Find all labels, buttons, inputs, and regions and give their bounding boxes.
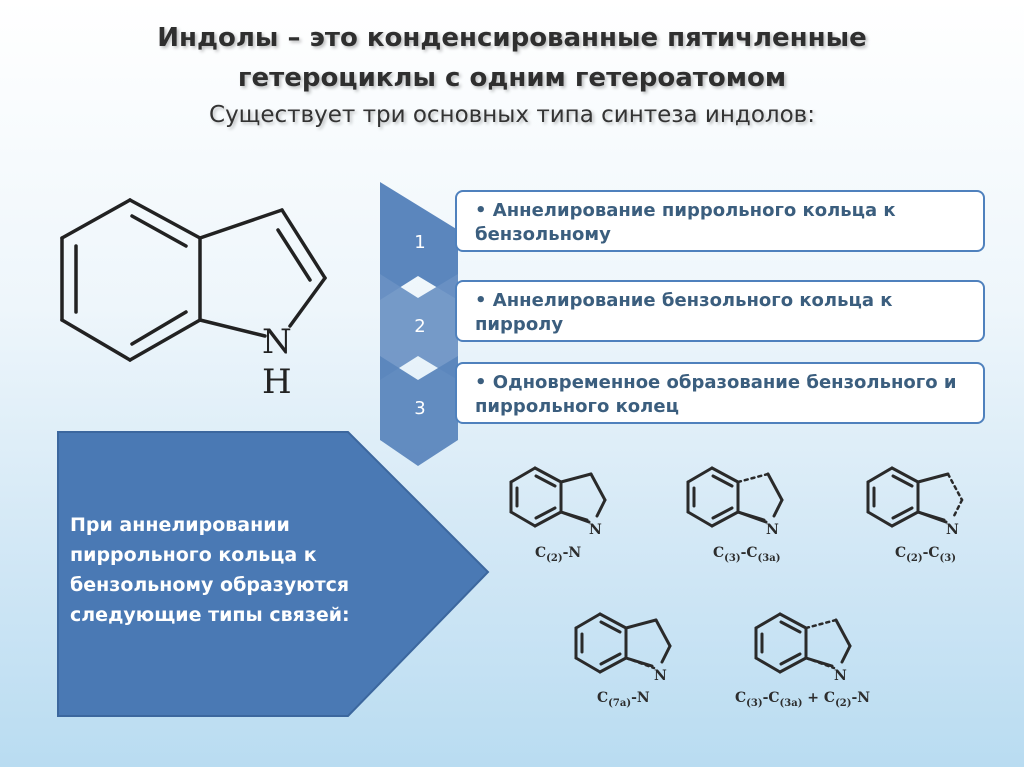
step-chevrons (380, 182, 458, 466)
bond-structure-nitrogen-label: N (589, 522, 602, 538)
bond-structure-nitrogen-label: N (834, 668, 847, 684)
step-number-2: 2 (414, 316, 426, 337)
bond-label-3: C(2)-C(3) (895, 545, 956, 564)
bond-label-subscript: (3a) (757, 552, 781, 564)
bond-structure-3: N (866, 466, 964, 538)
bond-structure-1: N (509, 466, 607, 538)
bond-label-subscript: (7a) (608, 697, 632, 709)
step-number-1: 1 (414, 232, 426, 253)
indole-nitrogen-label: N (262, 322, 292, 362)
bond-label-subscript: (3) (724, 552, 741, 564)
slide-title-line-1: Индолы – это конденсированные пятичленны… (157, 23, 867, 53)
step-text-2: • Аннелирование бензольного кольца к пир… (475, 290, 893, 335)
bond-label-subscript: (3) (939, 552, 956, 564)
indole-structure-diagram (60, 198, 327, 362)
bond-label-subscript: (2) (906, 552, 923, 564)
bond-structure-5: N (754, 612, 852, 684)
pentagon-text: При аннелировании пиррольного кольца к б… (70, 514, 350, 626)
bond-structure-4: N (574, 612, 672, 684)
bond-label-subscript: (3a) (779, 697, 803, 709)
step-box-1: • Аннелирование пиррольного кольца к бен… (455, 190, 985, 252)
step-text-1: • Аннелирование пиррольного кольца к бен… (475, 200, 896, 245)
bond-label-5: C(3)-C(3a) + C(2)-N (735, 690, 871, 709)
bond-structure-nitrogen-label: N (946, 522, 959, 538)
pentagon-callout (57, 431, 490, 717)
bond-label-subscript: (3) (746, 697, 763, 709)
bond-label-4: C(7a)-N (597, 690, 650, 709)
indole-hydrogen-label: H (262, 362, 292, 402)
step-number-3: 3 (414, 398, 426, 419)
bond-structure-2: N (686, 466, 784, 538)
bond-label-2: C(3)-C(3a) (713, 545, 781, 564)
step-box-2: • Аннелирование бензольного кольца к пир… (455, 280, 985, 342)
bond-label-subscript: (2) (835, 697, 852, 709)
step-box-3: • Одновременное образование бензольного … (455, 362, 985, 424)
bond-label-subscript: (2) (546, 552, 563, 564)
slide-header: Индолы – это конденсированные пятичленны… (0, 18, 1024, 132)
bond-structure-nitrogen-label: N (766, 522, 779, 538)
step-text-3: • Одновременное образование бензольного … (475, 372, 957, 417)
slide-subtitle: Существует три основных типа синтеза инд… (209, 102, 815, 128)
bond-label-1: C(2)-N (535, 545, 582, 564)
slide-title-line-2: гетероциклы с одним гетероатомом (237, 63, 787, 93)
bond-structure-nitrogen-label: N (654, 668, 667, 684)
